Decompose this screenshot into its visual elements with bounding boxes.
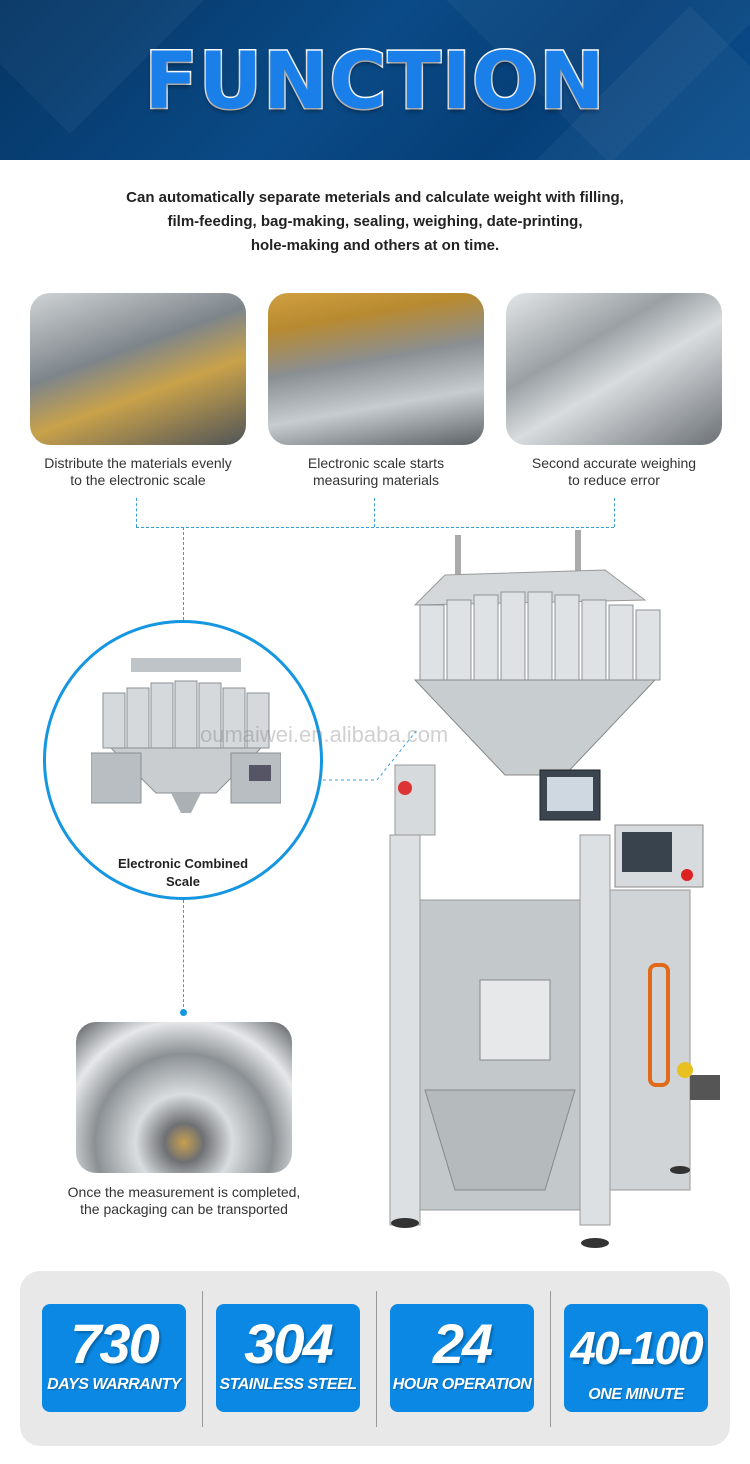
stat-label: STAINLESS STEEL <box>219 1376 357 1393</box>
connector-line <box>136 527 614 528</box>
stat-value: 40-100 <box>570 1322 703 1374</box>
caption-line: Second accurate weighing <box>531 455 697 471</box>
stat-label: DAYS WARRANTY <box>47 1376 181 1393</box>
caption-line: Distribute the materials evenly <box>44 455 232 471</box>
connector-line <box>614 498 615 527</box>
stat-value: 24 <box>432 1312 493 1375</box>
connector-line <box>374 498 375 527</box>
stat-speed: 40-100 ONE MINUTE <box>564 1304 708 1412</box>
final-step-photo <box>76 1022 292 1173</box>
connector-line <box>183 527 184 620</box>
label-line: Electronic Combined <box>117 856 249 871</box>
stat-value: 730 <box>70 1312 159 1375</box>
stat-value: 304 <box>244 1312 333 1375</box>
final-step-caption: Once the measurement is completed,the pa… <box>34 1184 334 1218</box>
description-line: hole-making and others at on time. <box>250 237 500 254</box>
stat-label: HOUR OPERATION <box>392 1376 532 1393</box>
description-line: Can automatically separate meterials and… <box>126 189 624 206</box>
connector-line <box>183 900 184 1012</box>
connector-dot <box>180 1009 187 1016</box>
label-line: Scale <box>166 874 200 889</box>
stat-operation: 24 HOUR OPERATION <box>390 1304 534 1412</box>
page-title: FUNCTION <box>143 37 606 128</box>
combination-scale-image <box>91 658 281 813</box>
divider <box>202 1291 203 1427</box>
divider <box>376 1291 377 1427</box>
header-banner: FUNCTION <box>0 0 750 160</box>
packing-machine-image <box>389 530 720 1248</box>
watermark: oumaiwei.en.alibaba.com <box>200 722 449 747</box>
step-3-photo <box>506 293 722 445</box>
caption-line: to the electronic scale <box>70 472 206 488</box>
caption-line: Once the measurement is completed, <box>67 1184 301 1200</box>
step-1-photo <box>30 293 246 445</box>
stat-label: ONE MINUTE <box>588 1386 684 1403</box>
caption-line: Electronic scale starts <box>307 455 445 471</box>
step-2-photo <box>268 293 484 445</box>
caption-line: to reduce error <box>568 472 660 488</box>
description-line: film-feeding, bag-making, sealing, weigh… <box>167 213 583 230</box>
caption-line: the packaging can be transported <box>80 1201 288 1217</box>
stats-panel: 730 DAYS WARRANTY 304 STAINLESS STEEL 24… <box>20 1271 730 1446</box>
divider <box>550 1291 551 1427</box>
description: Can automatically separate meterials and… <box>0 186 750 258</box>
connector-line <box>323 729 418 781</box>
stat-material: 304 STAINLESS STEEL <box>216 1304 360 1412</box>
connector-line <box>136 498 137 527</box>
caption-line: measuring materials <box>312 472 440 488</box>
stat-warranty: 730 DAYS WARRANTY <box>42 1304 186 1412</box>
